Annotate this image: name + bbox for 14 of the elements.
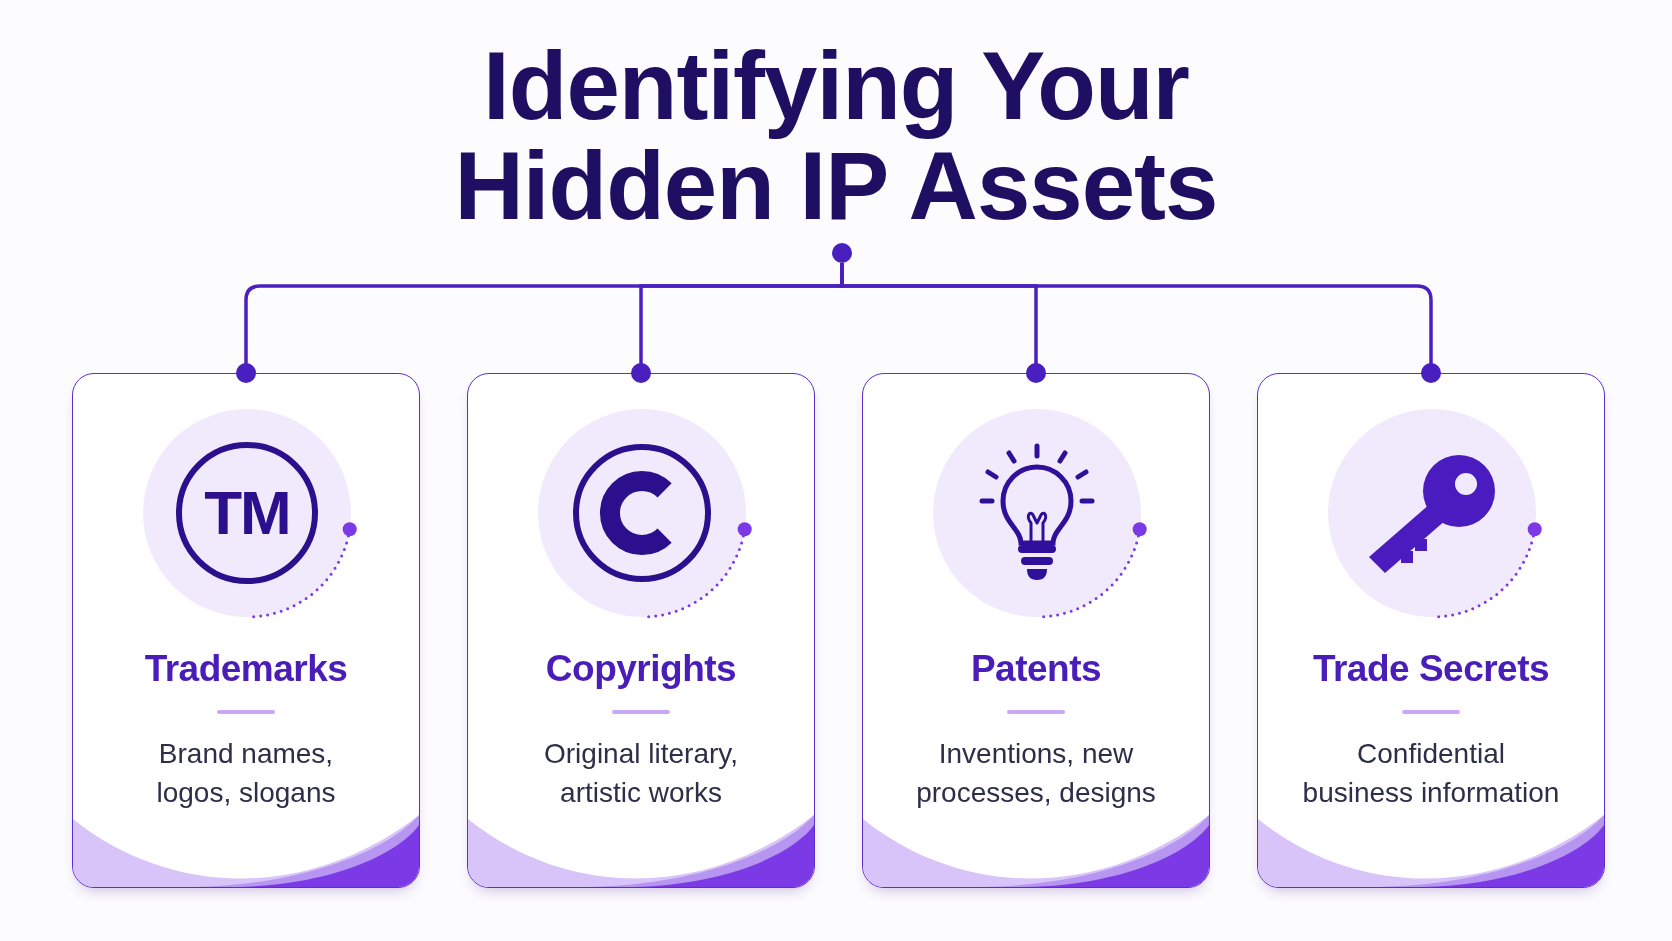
card-description: Inventions, new processes, designs: [915, 737, 1157, 810]
asset-card: [72, 373, 420, 888]
asset-card: [467, 373, 815, 888]
card-heading: Trade Secrets: [1312, 647, 1550, 691]
asset-card: [1257, 373, 1605, 888]
card-heading: Patents: [970, 647, 1102, 691]
card-heading: Copyrights: [545, 647, 737, 691]
card-heading: Trademarks: [144, 647, 348, 691]
asset-card: [862, 373, 1210, 888]
tm-sign: TM: [176, 442, 318, 584]
card-description: Confidential business information: [1301, 737, 1561, 810]
card-description: Brand names, logos, slogans: [155, 737, 337, 810]
card-description: Original literary, artistic works: [543, 737, 739, 810]
diagram-title: Identifying Your Hidden IP Assets: [453, 36, 1219, 236]
